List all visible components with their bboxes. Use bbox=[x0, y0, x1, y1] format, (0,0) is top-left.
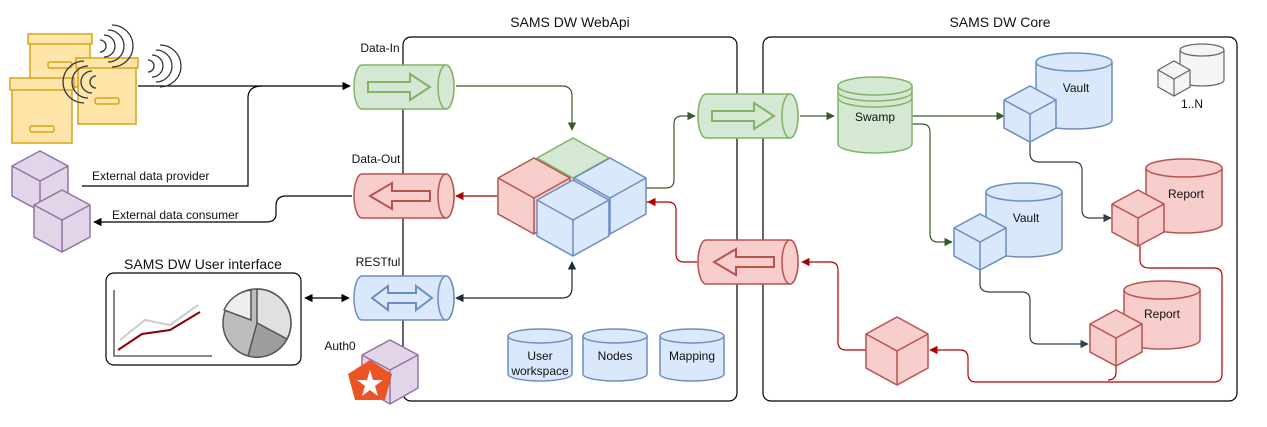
mapping-label: Mapping bbox=[669, 349, 715, 363]
wireless-signal-icon bbox=[99, 24, 134, 68]
core-out-pipe bbox=[697, 239, 799, 285]
report2-cube bbox=[1089, 309, 1143, 367]
dataout-to-consumer-arrow bbox=[93, 195, 352, 227]
webapi-title: SAMS DW WebApi bbox=[510, 14, 630, 30]
legend-store-icon bbox=[1179, 43, 1225, 87]
auth-label: Auth0 bbox=[324, 339, 356, 353]
report2-store bbox=[1123, 280, 1201, 350]
vault1-cube bbox=[1003, 85, 1057, 143]
ui-panel bbox=[105, 272, 302, 366]
swamp-store bbox=[837, 76, 913, 154]
pie-chart-icon bbox=[222, 288, 292, 358]
wireless-signal-icon bbox=[62, 60, 97, 104]
data-in-pipe bbox=[353, 64, 455, 110]
core-out-to-cubes-arrow bbox=[647, 197, 697, 263]
restful-label: RESTful bbox=[356, 255, 401, 269]
provider-label: External data provider bbox=[92, 169, 209, 183]
data-out-pipe bbox=[353, 173, 455, 219]
ui-title: SAMS DW User interface bbox=[124, 256, 282, 272]
webapi-panel bbox=[402, 36, 738, 402]
nodes-label: Nodes bbox=[598, 349, 633, 363]
auth0-logo-icon bbox=[348, 360, 392, 400]
data-in-label: Data-In bbox=[360, 41, 399, 55]
datain-to-cubes-arrow bbox=[456, 85, 577, 131]
vault2-cube bbox=[953, 213, 1007, 271]
provider-box-3 bbox=[9, 77, 75, 144]
report1-cube bbox=[1111, 189, 1165, 247]
user-workspace-store bbox=[507, 328, 573, 382]
report1-label: Report bbox=[1168, 187, 1205, 201]
legend-cube-icon bbox=[1157, 60, 1191, 97]
report1-return-line bbox=[929, 246, 1223, 383]
swamp-to-vault2-arrow bbox=[912, 123, 953, 247]
report2-return-line bbox=[1107, 360, 1117, 381]
cubes-to-core-in-arrow bbox=[645, 111, 696, 189]
restful-cubes-arrow bbox=[455, 261, 577, 303]
swamp-label: Swamp bbox=[855, 110, 895, 124]
mapping-store bbox=[659, 328, 725, 382]
core-title: SAMS DW Core bbox=[949, 14, 1050, 30]
cluster-cube-blue-front bbox=[536, 179, 610, 257]
wireless-signal-icon bbox=[147, 44, 182, 88]
core-in-pipe bbox=[697, 93, 799, 139]
vault1-label: Vault bbox=[1063, 81, 1090, 95]
user-workspace-label-2: workspace bbox=[510, 364, 569, 378]
vault2-to-report2-arrow bbox=[979, 268, 1089, 349]
report1-store bbox=[1145, 158, 1223, 234]
legend-label: 1..N bbox=[1181, 97, 1203, 111]
redcube-to-core-out-arrow bbox=[801, 257, 866, 351]
nodes-store bbox=[582, 328, 648, 382]
restful-pipe bbox=[353, 275, 455, 321]
core-output-cube bbox=[865, 316, 929, 386]
consumer-cube bbox=[33, 189, 91, 253]
data-out-label: Data-Out bbox=[352, 152, 401, 166]
line-chart-icon bbox=[113, 290, 212, 357]
consumer-label: External data consumer bbox=[112, 208, 239, 222]
core-panel bbox=[762, 36, 1238, 402]
user-workspace-label-1: User bbox=[527, 349, 552, 363]
vault1-to-report1-arrow bbox=[1029, 140, 1112, 223]
vault2-label: Vault bbox=[1013, 211, 1040, 225]
report2-label: Report bbox=[1144, 307, 1181, 321]
external-provider-connector bbox=[82, 85, 263, 187]
